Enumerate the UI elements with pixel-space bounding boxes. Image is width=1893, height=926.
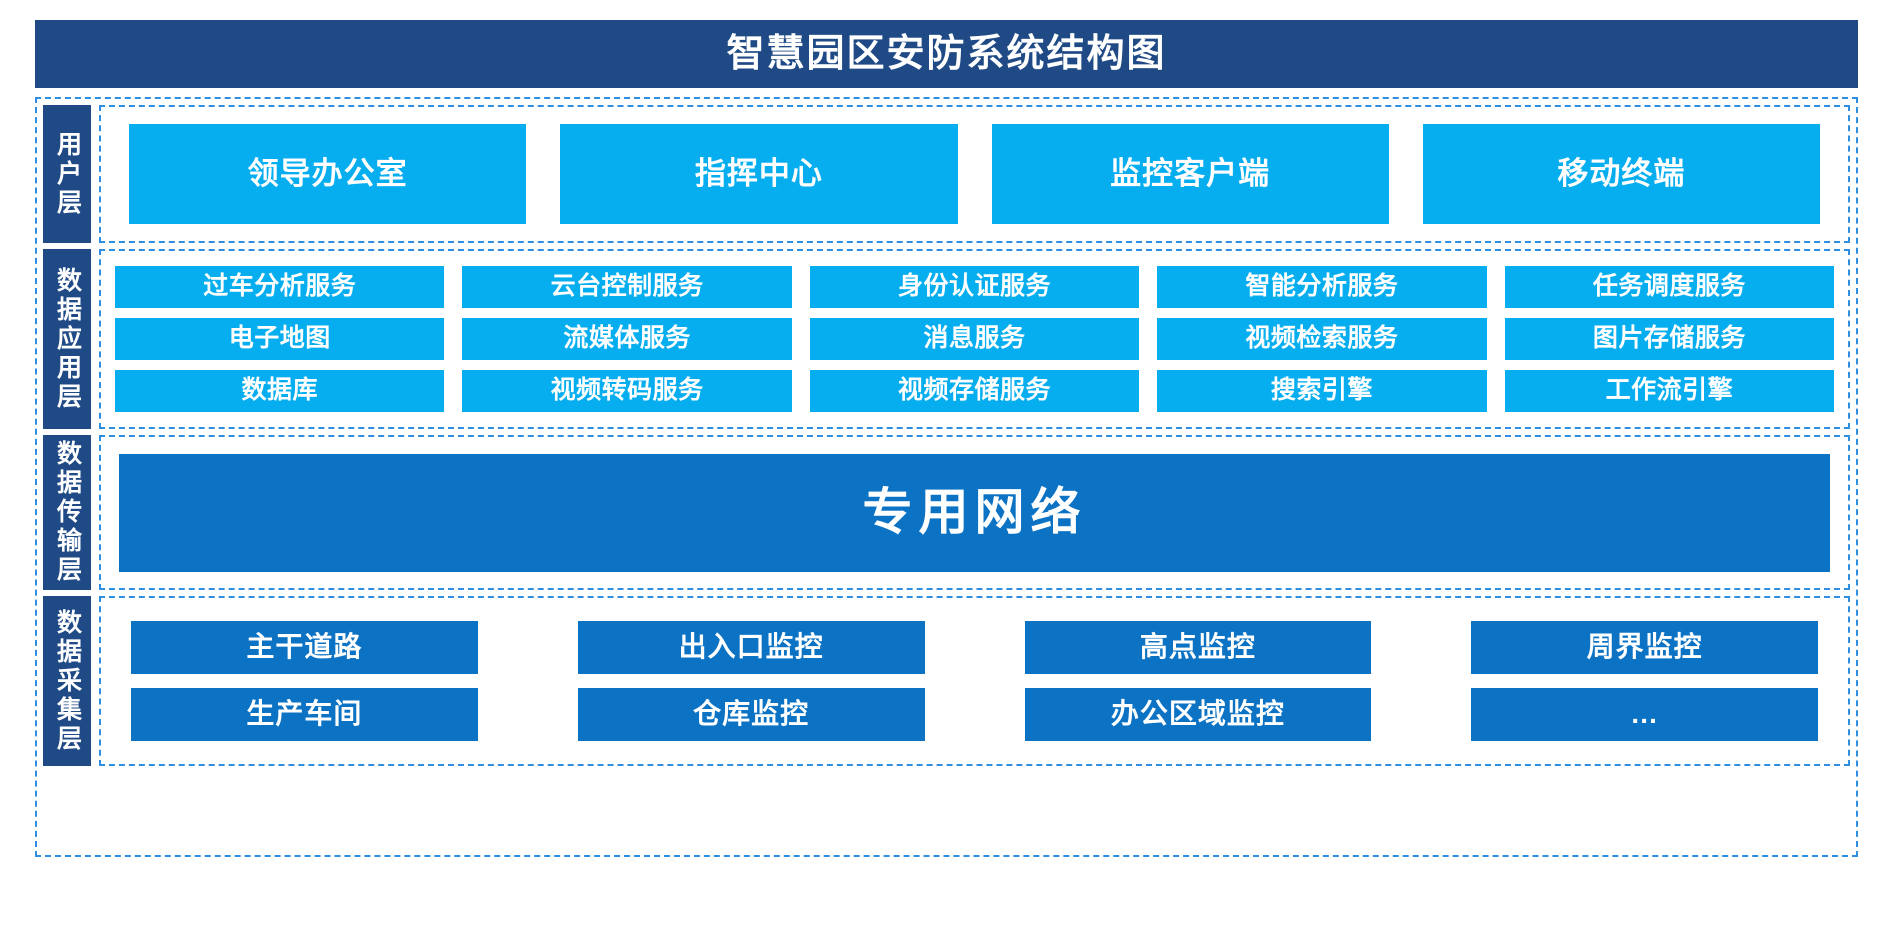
layer-body-data-collection: 主干道路 出入口监控 高点监控 周界监控 生产车间 仓库监控 办公区域监控 …: [99, 596, 1850, 766]
node-app-video-storage-service[interactable]: 视频存储服务: [809, 370, 1140, 412]
node-collect-entrance-monitoring[interactable]: 出入口监控: [577, 621, 925, 674]
node-user-leader-office[interactable]: 领导办公室: [129, 124, 527, 224]
node-app-intelligent-analysis-service[interactable]: 智能分析服务: [1157, 266, 1487, 308]
node-row: 数据库 视频转码服务 视频存储服务 搜索引擎 工作流引擎: [115, 370, 1835, 412]
node-app-task-scheduling-service[interactable]: 任务调度服务: [1504, 266, 1835, 308]
node-user-command-center[interactable]: 指挥中心: [560, 124, 958, 224]
node-app-streaming-service[interactable]: 流媒体服务: [462, 318, 792, 360]
layer-label-user: 用户层: [43, 105, 91, 243]
node-collect-high-point-monitoring[interactable]: 高点监控: [1024, 621, 1372, 674]
node-app-electronic-map[interactable]: 电子地图: [115, 318, 445, 360]
node-user-mobile-terminal[interactable]: 移动终端: [1422, 124, 1820, 224]
architecture-outer-frame: 用户层 领导办公室 指挥中心 监控客户端 移动终端 数据应用层 过车分析服务 云…: [35, 97, 1858, 857]
layer-data-collection: 数据采集层 主干道路 出入口监控 高点监控 周界监控 生产车间 仓库监控 办公区…: [43, 596, 1850, 766]
layer-label-data-application: 数据应用层: [43, 249, 91, 429]
node-collect-perimeter-monitoring[interactable]: 周界监控: [1471, 621, 1818, 674]
node-app-image-storage-service[interactable]: 图片存储服务: [1504, 318, 1835, 360]
node-app-video-retrieval-service[interactable]: 视频检索服务: [1157, 318, 1487, 360]
page-title: 智慧园区安防系统结构图: [726, 33, 1167, 75]
layer-label-data-transmission: 数据传输层: [43, 435, 91, 590]
node-row: 主干道路 出入口监控 高点监控 周界监控: [115, 621, 1834, 674]
node-collect-warehouse-monitoring[interactable]: 仓库监控: [577, 688, 925, 741]
node-grid-data-application: 过车分析服务 云台控制服务 身份认证服务 智能分析服务 任务调度服务 电子地图 …: [115, 266, 1835, 412]
layer-label-data-collection: 数据采集层: [43, 596, 91, 766]
layer-body-data-transmission: 专用网络: [99, 435, 1850, 590]
node-user-monitor-client[interactable]: 监控客户端: [991, 124, 1389, 224]
layer-body-data-application: 过车分析服务 云台控制服务 身份认证服务 智能分析服务 任务调度服务 电子地图 …: [99, 249, 1850, 429]
node-row: 领导办公室 指挥中心 监控客户端 移动终端: [115, 124, 1834, 224]
node-app-workflow-engine[interactable]: 工作流引擎: [1504, 370, 1835, 412]
node-app-video-transcode-service[interactable]: 视频转码服务: [462, 370, 792, 412]
node-app-search-engine[interactable]: 搜索引擎: [1157, 370, 1487, 412]
node-app-vehicle-analysis-service[interactable]: 过车分析服务: [115, 266, 445, 308]
node-transport-dedicated-network[interactable]: 专用网络: [119, 453, 1830, 572]
node-grid-data-collection: 主干道路 出入口监控 高点监控 周界监控 生产车间 仓库监控 办公区域监控 …: [115, 621, 1834, 741]
layer-user: 用户层 领导办公室 指挥中心 监控客户端 移动终端: [43, 105, 1850, 243]
node-collect-office-area-monitoring[interactable]: 办公区域监控: [1024, 688, 1372, 741]
node-row: 生产车间 仓库监控 办公区域监控 …: [115, 688, 1834, 741]
layer-body-user: 领导办公室 指挥中心 监控客户端 移动终端: [99, 105, 1850, 243]
node-app-message-service[interactable]: 消息服务: [809, 318, 1140, 360]
node-app-identity-auth-service[interactable]: 身份认证服务: [809, 266, 1140, 308]
node-row: 电子地图 流媒体服务 消息服务 视频检索服务 图片存储服务: [115, 318, 1835, 360]
diagram-title-bar: 智慧园区安防系统结构图: [35, 20, 1858, 88]
node-collect-more-ellipsis[interactable]: …: [1471, 688, 1818, 741]
node-collect-main-road[interactable]: 主干道路: [131, 621, 478, 674]
node-collect-production-workshop[interactable]: 生产车间: [131, 688, 478, 741]
layer-data-application: 数据应用层 过车分析服务 云台控制服务 身份认证服务 智能分析服务 任务调度服务…: [43, 249, 1850, 429]
node-row: 专用网络: [115, 453, 1834, 572]
node-app-database[interactable]: 数据库: [115, 370, 445, 412]
node-app-ptz-control-service[interactable]: 云台控制服务: [462, 266, 792, 308]
layer-data-transmission: 数据传输层 专用网络: [43, 435, 1850, 590]
node-row: 过车分析服务 云台控制服务 身份认证服务 智能分析服务 任务调度服务: [115, 266, 1835, 308]
